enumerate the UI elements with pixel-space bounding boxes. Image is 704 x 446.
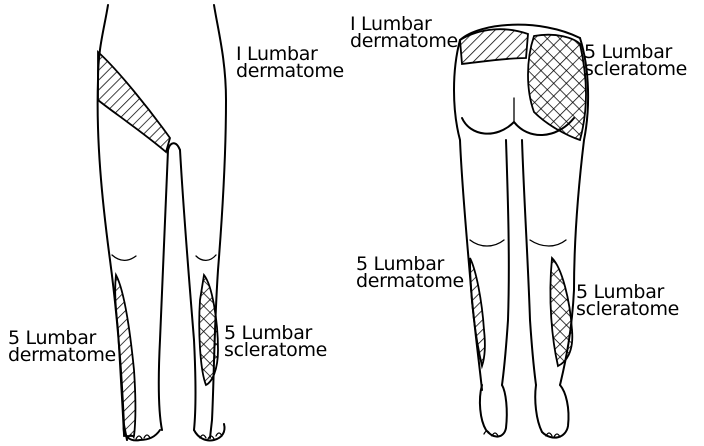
label-line: dermatome — [350, 33, 458, 50]
front-l1-dermatome-region — [98, 52, 170, 152]
back-l1-dermatome-label: I Lumbar dermatome — [350, 16, 458, 50]
front-l5-scleratome-region — [199, 275, 218, 385]
front-view-figure — [98, 5, 226, 441]
back-l5-dermatome-label: 5 Lumbar dermatome — [356, 256, 464, 290]
label-line: dermatome — [8, 347, 116, 364]
label-line: scleratome — [584, 61, 687, 78]
label-line: dermatome — [236, 63, 344, 80]
back-l5-scleratome-hip-label: 5 Lumbar scleratome — [584, 44, 687, 78]
back-l5-scleratome-calf-label: 5 Lumbar scleratome — [576, 284, 679, 318]
front-l5-scleratome-label: 5 Lumbar scleratome — [224, 325, 327, 359]
front-l5-dermatome-label: 5 Lumbar dermatome — [8, 330, 116, 364]
label-line: scleratome — [576, 301, 679, 318]
front-l1-dermatome-label: I Lumbar dermatome — [236, 46, 344, 80]
back-view-figure — [454, 25, 588, 438]
label-line: dermatome — [356, 273, 464, 290]
back-l1-dermatome-region — [460, 29, 528, 64]
label-line: scleratome — [224, 342, 327, 359]
front-l5-dermatome-region — [115, 275, 135, 436]
back-l5-scleratome-calf-region — [550, 258, 572, 366]
back-l5-scleratome-hip-region — [528, 35, 586, 140]
